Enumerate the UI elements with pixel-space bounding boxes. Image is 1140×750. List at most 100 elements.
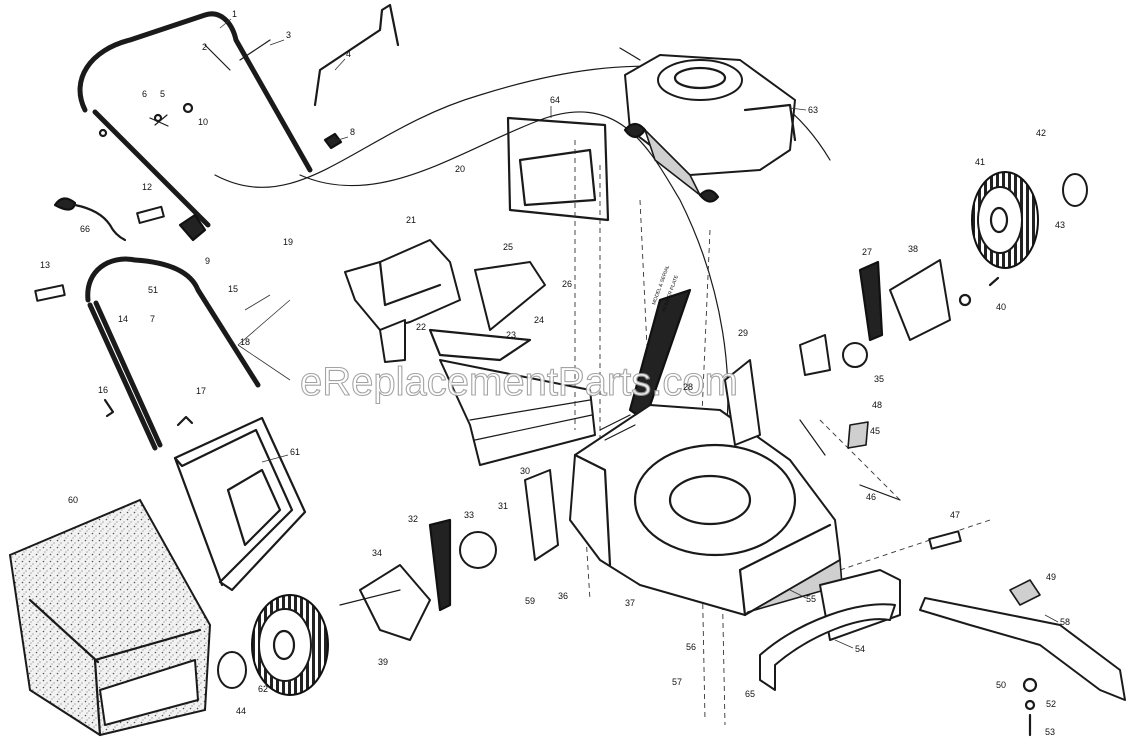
cable-clip [323, 132, 343, 150]
callout-15: 15 [228, 284, 238, 294]
callout-51: 51 [148, 285, 158, 295]
callout-66: 66 [80, 224, 90, 234]
callout-13: 13 [40, 260, 50, 270]
callout-48: 48 [872, 400, 882, 410]
right-hardware [799, 276, 1000, 501]
callout-24: 24 [534, 315, 544, 325]
callout-28: 28 [683, 382, 693, 392]
rear-trailing-shield [439, 359, 596, 466]
callout-2: 2 [202, 42, 207, 52]
callout-8: 8 [350, 127, 355, 137]
callout-44: 44 [236, 706, 246, 716]
right-height-adjuster [724, 259, 951, 446]
lower-handle-pin [34, 284, 66, 302]
control-bail [313, 3, 400, 107]
grass-bag [8, 498, 212, 737]
callout-50: 50 [996, 680, 1006, 690]
callout-49: 49 [1046, 572, 1056, 582]
callout-7: 7 [150, 314, 155, 324]
engine-baffle [506, 116, 610, 222]
grass-bag-frame [173, 416, 307, 592]
handle-bolt-16 [103, 398, 115, 418]
callout-14: 14 [118, 314, 128, 324]
callout-43: 43 [1055, 220, 1065, 230]
callout-52: 52 [1046, 699, 1056, 709]
left-adjuster-gear [459, 531, 497, 569]
callout-32: 32 [408, 514, 418, 524]
callout-57: 57 [672, 677, 682, 687]
callout-56: 56 [686, 642, 696, 652]
callout-20: 20 [455, 164, 465, 174]
callout-25: 25 [503, 242, 513, 252]
callout-62: 62 [258, 684, 268, 694]
callout-17: 17 [196, 386, 206, 396]
callout-10: 10 [198, 117, 208, 127]
left-rear-wheel [217, 594, 329, 696]
callout-22: 22 [416, 322, 426, 332]
control-cable [214, 65, 701, 188]
callout-27: 27 [862, 247, 872, 257]
callout-53: 53 [1045, 727, 1055, 737]
starter-handle [53, 197, 77, 211]
part-callouts: 1 2 3 4 5 6 7 8 9 10 12 13 14 15 16 17 1… [40, 9, 1070, 737]
blade-hardware [1022, 677, 1038, 737]
callout-47: 47 [950, 510, 960, 520]
callout-39: 39 [378, 657, 388, 667]
rear-baffle [428, 261, 546, 362]
callout-3: 3 [286, 30, 291, 40]
leader-lines [219, 18, 1059, 649]
callout-18: 18 [240, 337, 250, 347]
cutting-blade [919, 597, 1126, 701]
rope-guide [73, 203, 127, 242]
blade-adapter [1009, 579, 1041, 606]
watermark: eReplacementParts.com [300, 360, 738, 404]
callout-41: 41 [975, 157, 985, 167]
handle-pin [136, 205, 165, 224]
callout-1: 1 [232, 9, 237, 19]
handle-bolt-17 [176, 415, 194, 427]
callout-6: 6 [142, 89, 147, 99]
callout-59: 59 [525, 596, 535, 606]
callout-46: 46 [866, 492, 876, 502]
callout-19: 19 [283, 237, 293, 247]
callout-29: 29 [738, 328, 748, 338]
callout-9: 9 [205, 256, 210, 266]
lower-handle [85, 256, 261, 451]
control-bracket [344, 239, 461, 363]
callout-4: 4 [346, 49, 351, 59]
callout-36: 36 [558, 591, 568, 601]
callout-65: 65 [745, 689, 755, 699]
callout-55: 55 [806, 594, 816, 604]
callout-5: 5 [160, 89, 165, 99]
callout-23: 23 [506, 330, 516, 340]
callout-34: 34 [372, 548, 382, 558]
callout-40: 40 [996, 302, 1006, 312]
callout-54: 54 [855, 644, 865, 654]
left-pivot-bracket [524, 469, 559, 561]
callout-45: 45 [870, 426, 880, 436]
callout-21: 21 [406, 215, 416, 225]
door-rod [928, 530, 962, 550]
mulch-baffle [759, 603, 896, 691]
callout-33: 33 [464, 510, 474, 520]
callout-58: 58 [1060, 617, 1070, 627]
callout-31: 31 [498, 501, 508, 511]
callout-26: 26 [562, 279, 572, 289]
upper-handle [77, 11, 313, 228]
callout-38: 38 [908, 244, 918, 254]
callout-12: 12 [142, 182, 152, 192]
callout-63: 63 [808, 105, 818, 115]
callout-35: 35 [874, 374, 884, 384]
callout-64: 64 [550, 95, 560, 105]
callout-30: 30 [520, 466, 530, 476]
handle-knob [178, 213, 207, 242]
left-height-adjuster [339, 518, 452, 641]
right-rear-wheel [971, 171, 1088, 269]
callout-60: 60 [68, 495, 78, 505]
mower-deck [569, 404, 843, 617]
callout-42: 42 [1036, 128, 1046, 138]
callout-16: 16 [98, 385, 108, 395]
handle-hardware [98, 102, 194, 138]
engine [619, 47, 797, 203]
